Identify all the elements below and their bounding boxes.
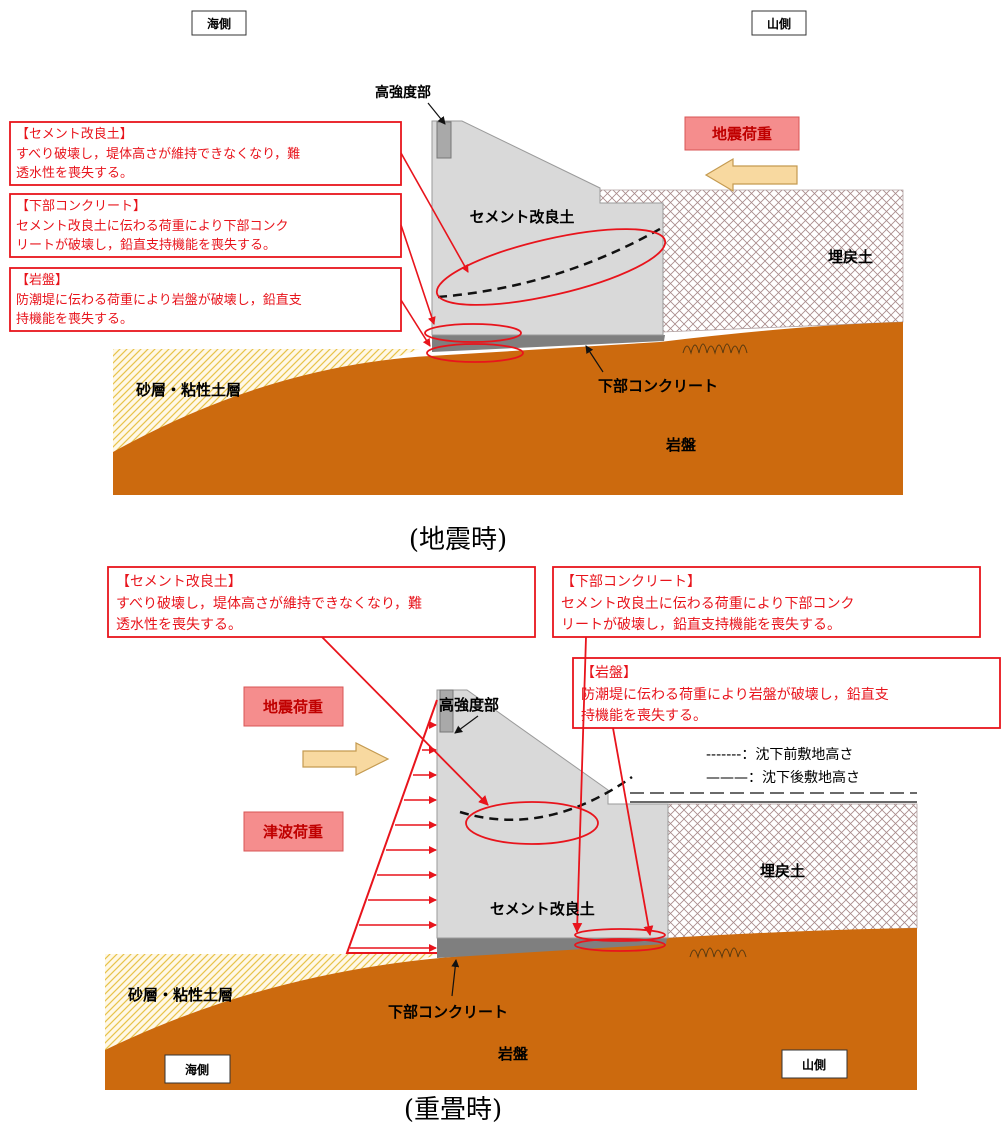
leader-concrete bbox=[400, 224, 436, 325]
legend-pre-settlement: -------：沈下前敷地高さ bbox=[706, 746, 853, 763]
tsunami-load-box bbox=[243, 811, 344, 852]
bedrock-label: 岩盤 bbox=[665, 436, 697, 454]
leader-cement bbox=[400, 152, 469, 273]
bedrock-region bbox=[105, 928, 917, 1090]
seismic-load-arrow bbox=[704, 157, 798, 193]
lower-concrete-label: 下部コンクリート bbox=[388, 1003, 508, 1021]
backfill-label: 埋戻土 bbox=[828, 248, 873, 266]
callout-concrete-line2: リートが破壊し，鉛直支持機能を喪失する。 bbox=[561, 616, 841, 633]
callout-bedrock-line2: 持機能を喪失する。 bbox=[16, 312, 133, 327]
cement-failure-ellipse bbox=[465, 801, 599, 845]
lower-concrete-pointer bbox=[585, 345, 604, 373]
callout-bedrock-line1: 防潮堤に伝わる荷重により岩盤が破壊し，鉛直支 bbox=[16, 292, 302, 308]
callout-concrete-title: 【下部コンクリート】 bbox=[16, 199, 146, 214]
caption-combined: (重畳時) bbox=[404, 1095, 502, 1125]
high-strength-label: 高強度部 bbox=[375, 84, 431, 101]
concrete-failure-ellipse bbox=[424, 323, 522, 343]
leader-cement bbox=[321, 636, 489, 806]
tsunami-pressure-outline bbox=[345, 699, 438, 954]
panel-combined: 【セメント改良土】 すべり破壊し，堤体高さが維持できなくなり，難 透水性を喪失す… bbox=[105, 566, 1001, 1125]
tsunami-load-label: 津波荷重 bbox=[263, 823, 323, 841]
callout-cement-line2: 透水性を喪失する。 bbox=[16, 166, 133, 181]
sea-side-label: 海側 bbox=[207, 16, 231, 31]
callout-concrete-title: 【下部コンクリート】 bbox=[561, 574, 701, 590]
mountain-side-tag bbox=[751, 10, 807, 36]
cement-body bbox=[431, 120, 664, 336]
callout-concrete-line1: セメント改良土に伝わる荷重により下部コンク bbox=[561, 596, 854, 612]
callout-cement-line1: すべり破壊し，堤体高さが維持できなくなり，難 bbox=[16, 146, 300, 162]
cement-failure-ellipse bbox=[435, 228, 667, 306]
callout-bedrock-title: 【岩盤】 bbox=[581, 665, 637, 681]
callout-cement-title: 【セメント改良土】 bbox=[16, 126, 133, 142]
callout-bedrock bbox=[9, 267, 402, 332]
cement-label: セメント改良土 bbox=[470, 208, 575, 226]
cement-label: セメント改良土 bbox=[490, 900, 595, 918]
callout-bedrock-title: 【岩盤】 bbox=[16, 273, 68, 288]
leader-bedrock bbox=[400, 299, 431, 347]
vegetation bbox=[689, 947, 747, 959]
sand-clay-label: 砂層・粘性土層 bbox=[136, 381, 241, 399]
bedrock-failure-ellipse bbox=[426, 343, 524, 363]
legend-post-settlement: ———：沈下後敷地高さ bbox=[706, 769, 860, 786]
slip-surface bbox=[437, 224, 666, 299]
high-strength-label: 高強度部 bbox=[439, 696, 499, 714]
lower-concrete-label: 下部コンクリート bbox=[598, 377, 718, 395]
high-strength-pointer bbox=[427, 102, 446, 125]
sand-clay-label: 砂層・粘性土層 bbox=[128, 986, 233, 1004]
leader-concrete bbox=[572, 636, 587, 933]
vegetation bbox=[682, 343, 748, 355]
mountain-side-tag bbox=[781, 1049, 848, 1079]
seismic-load-label: 地震荷重 bbox=[712, 125, 772, 143]
mountain-side-label: 山側 bbox=[802, 1057, 826, 1072]
seismic-load-label: 地震荷重 bbox=[263, 698, 323, 716]
seismic-load-arrow bbox=[302, 742, 390, 776]
lower-concrete-pointer bbox=[451, 959, 460, 997]
callout-concrete bbox=[552, 566, 981, 638]
callout-concrete-line1: セメント改良土に伝わる荷重により下部コンク bbox=[16, 218, 288, 234]
callout-cement-title: 【セメント改良土】 bbox=[116, 574, 242, 590]
bedrock-label: 岩盤 bbox=[497, 1045, 529, 1063]
callout-cement bbox=[107, 566, 536, 638]
slip-surface bbox=[459, 775, 633, 822]
caption-seismic: (地震時) bbox=[409, 525, 507, 555]
bedrock-region bbox=[113, 322, 903, 495]
mountain-side-label: 山側 bbox=[767, 16, 791, 31]
sea-side-tag bbox=[191, 10, 247, 36]
panel-seismic: 海側 山側 【セメント改良土】 すべり破壊し，堤体高さが維持できなくなり，難 透… bbox=[9, 10, 904, 555]
callout-cement-line2: 透水性を喪失する。 bbox=[116, 617, 242, 633]
callout-concrete-line2: リートが破壊し，鉛直支持機能を喪失する。 bbox=[16, 238, 276, 253]
callout-bedrock bbox=[572, 657, 1001, 729]
bedrock-failure-ellipse bbox=[574, 938, 666, 952]
callout-bedrock-line2: 持機能を喪失する。 bbox=[581, 708, 707, 724]
sea-side-tag bbox=[164, 1054, 231, 1084]
seismic-load-box bbox=[243, 686, 344, 727]
high-strength-part bbox=[439, 689, 454, 733]
lower-concrete bbox=[437, 938, 667, 958]
high-strength-part bbox=[436, 121, 452, 159]
tsunami-pressure-arrows bbox=[350, 721, 437, 952]
callout-bedrock-line1: 防潮堤に伝わる荷重により岩盤が破壊し，鉛直支 bbox=[581, 686, 889, 703]
leader-bedrock bbox=[612, 727, 654, 936]
callout-cement-line1: すべり破壊し，堤体高さが維持できなくなり，難 bbox=[116, 595, 422, 612]
backfill-label: 埋戻土 bbox=[760, 862, 805, 880]
sea-side-label: 海側 bbox=[185, 1062, 209, 1077]
lower-concrete bbox=[432, 335, 665, 352]
concrete-failure-ellipse bbox=[574, 928, 666, 942]
seismic-load-box bbox=[684, 116, 800, 151]
high-strength-pointer bbox=[454, 715, 479, 734]
